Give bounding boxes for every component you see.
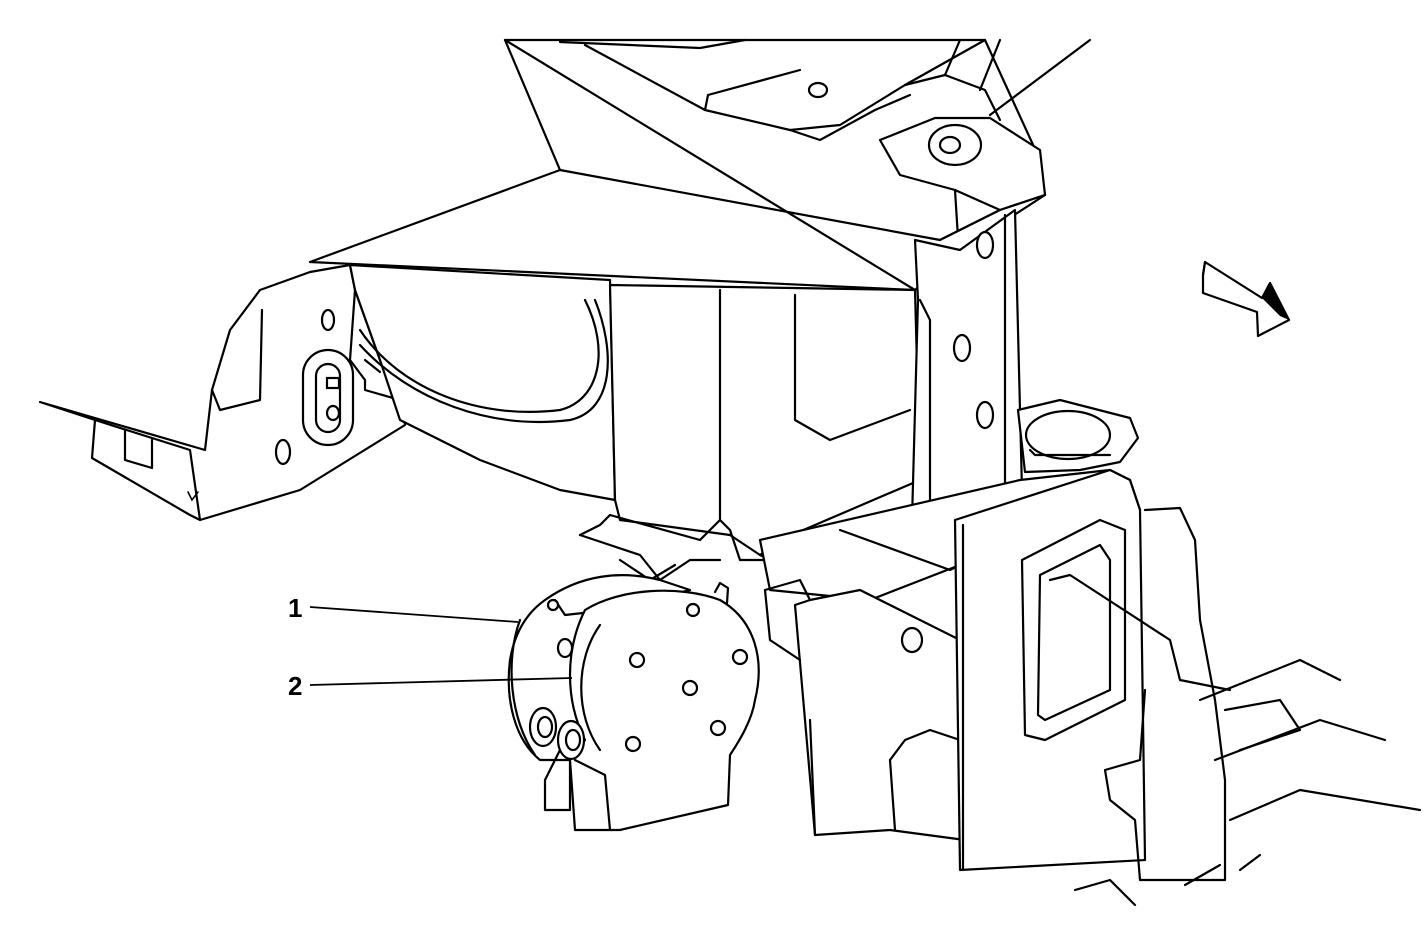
callout-2-label: 2 [288,671,302,701]
front-direction-arrow-icon [1201,260,1291,338]
horn-terminals [528,706,586,761]
radiator-support-upper-panel [503,38,1092,292]
lower-right-tray [1048,573,1422,872]
right-vertical-bracket [953,468,1227,907]
wheelhouse-arch [348,263,617,502]
callout-1: 1 [288,593,519,623]
right-mount-bracket [1016,398,1140,474]
left-fender-panel [38,263,407,522]
callout-1-leader [309,606,519,623]
callout-1-label: 1 [288,593,302,623]
horn-assembly [507,574,760,832]
callout-2: 2 [288,671,573,701]
lower-left-bracket [763,578,967,842]
callout-2-leader [309,677,573,686]
horn-front-body [568,581,760,832]
